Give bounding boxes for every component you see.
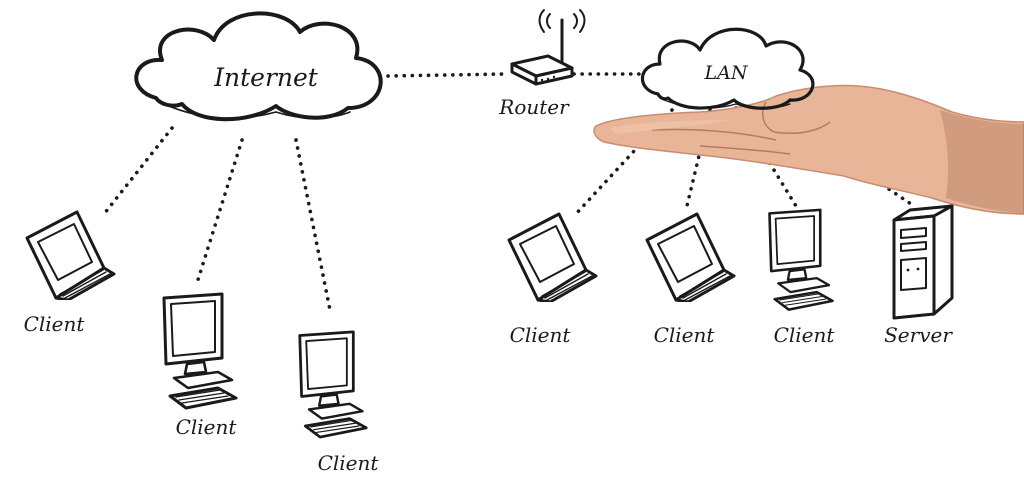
internet-client-3-desktop-icon: Client (298, 330, 380, 475)
internet-client-1-label: Client (24, 312, 86, 336)
internet-label: Internet (213, 63, 319, 92)
internet-client-2-desktop-icon: Client (162, 292, 238, 439)
lan-client-1-laptop-icon: Client (507, 212, 598, 347)
internet-client-3-label: Client (318, 451, 380, 475)
internet-cloud-icon: Internet (134, 11, 383, 122)
lan-server-icon: Server (884, 204, 954, 347)
link-internet-router (386, 72, 508, 78)
internet-client-2-label: Client (176, 415, 238, 439)
lan-client-1-label: Client (510, 323, 572, 347)
lan-cloud-icon: LAN (640, 27, 815, 110)
link-internet-client-1 (102, 126, 174, 216)
lan-client-3-desktop-icon: Client (768, 208, 836, 347)
router-icon: Router (498, 9, 586, 119)
lan-client-2-label: Client (654, 323, 716, 347)
lan-client-3-label: Client (774, 323, 836, 347)
link-internet-client-3 (294, 138, 332, 312)
link-internet-client-2 (194, 138, 244, 288)
internet-client-1-laptop-icon: Client (24, 210, 116, 336)
lan-label: LAN (704, 62, 749, 84)
server-label: Server (884, 323, 953, 347)
router-label: Router (498, 95, 570, 119)
lan-client-2-laptop-icon: Client (645, 212, 736, 347)
hand-image (593, 84, 1024, 215)
